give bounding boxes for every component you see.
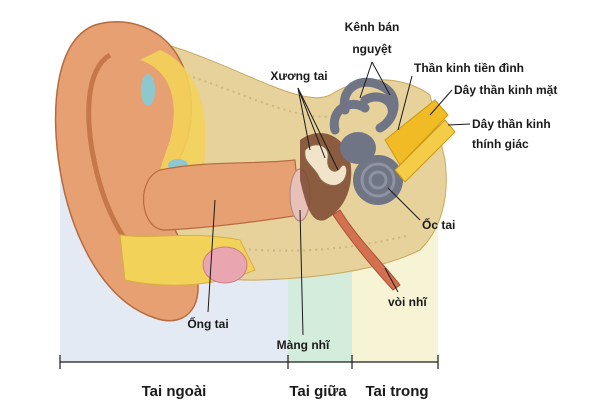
cochlea-turn — [368, 170, 388, 190]
leader-voi-nhi — [384, 267, 399, 293]
leader-xuong-tai — [297, 87, 339, 171]
leader-oc-tai — [387, 187, 421, 221]
vestibule — [340, 132, 376, 164]
leader-kenh-ban-nguyet — [359, 61, 373, 99]
leader-day-than-kinh-mat — [429, 89, 453, 116]
leader-than-kinh-tien-dinh — [397, 75, 413, 131]
section-tai-ngoai: Tai ngoài — [142, 383, 207, 400]
vestibulocochlear-nerve — [384, 99, 449, 166]
label-ong-tai: Ống tai — [187, 316, 228, 331]
leader-kenh-ban-nguyet — [371, 61, 391, 96]
section-tai-trong: Tai trong — [365, 383, 428, 400]
eustachian-tube-shape — [332, 209, 401, 291]
leader-ong-tai — [207, 199, 216, 313]
label-voi-nhi: vòi nhĩ — [388, 295, 427, 309]
cartilage-spot — [141, 74, 155, 106]
bone-texture — [169, 69, 411, 252]
cochlea-shape — [353, 155, 403, 205]
label-day-than-kinh-mat: Dây thần kinh mặt — [454, 83, 557, 97]
semicircular-canals-shape — [329, 77, 399, 135]
auditory-nerve-shape — [394, 119, 456, 183]
gland — [202, 246, 248, 284]
label-kenh-ban-nguyet-line2: nguyệt — [352, 42, 391, 56]
section-tai-giua: Tai giữa — [289, 383, 347, 400]
label-xuong-tai: Xương tai — [270, 69, 327, 83]
ossicles-shape — [304, 144, 348, 186]
label-day-than-kinh-thinh-giac-line2: thính giác — [472, 137, 529, 151]
label-kenh-ban-nguyet-line1: Kênh bán — [345, 20, 400, 34]
label-than-kinh-tien-dinh: Thần kinh tiền đình — [414, 61, 524, 75]
label-oc-tai: Ốc tai — [422, 217, 455, 232]
label-mang-nhi: Màng nhĩ — [277, 338, 330, 352]
label-day-than-kinh-thinh-giac-line1: Dây thần kinh — [472, 117, 551, 131]
leader-xuong-tai — [297, 87, 326, 159]
cochlea-turn — [360, 162, 396, 198]
leader-xuong-tai — [297, 87, 311, 151]
leader-day-than-kinh-thinh-giac — [447, 123, 471, 126]
leader-mang-nhi — [299, 209, 304, 336]
ear-canal-shape — [142, 159, 301, 231]
